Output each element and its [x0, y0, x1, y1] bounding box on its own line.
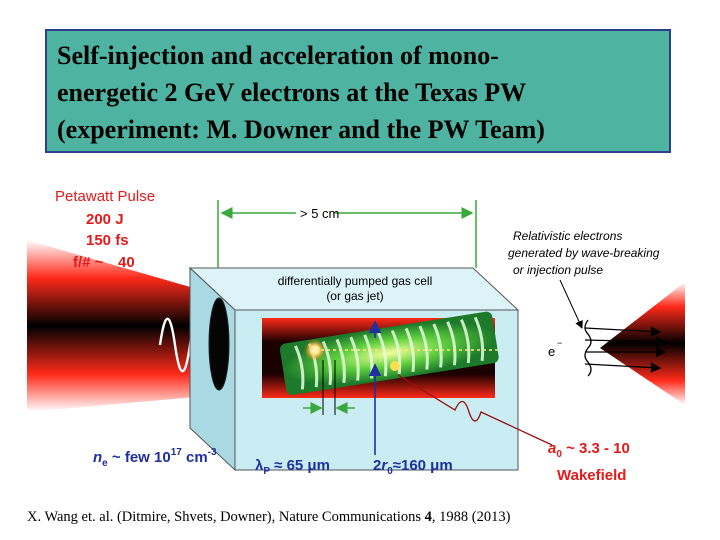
density-label: ne ~ few 1017 cm-3	[93, 447, 217, 469]
pulse-duration: 150 fs	[86, 232, 129, 249]
density-symbol: n	[93, 449, 102, 466]
radius-sub: 0	[387, 466, 393, 477]
pulse-fnum-value: 40	[118, 254, 135, 271]
citation-text-before: X. Wang et. al. (Ditmire, Shvets, Downer…	[27, 509, 425, 525]
density-unit: cm	[182, 449, 208, 466]
electrons-note-line3: or injection pulse	[513, 263, 603, 277]
pulse-energy: 200 J	[86, 211, 124, 228]
title-line-3: (experiment: M. Downer and the PW Team)	[57, 115, 545, 144]
gas-cell-label-line2: (or gas jet)	[326, 289, 383, 303]
density-unit-exp: -3	[208, 447, 217, 458]
electron-beam-arrows	[584, 319, 667, 377]
incoming-laser-beam	[27, 240, 218, 412]
wakefield-pointer	[397, 374, 553, 446]
experiment-diagram: > 5 cm differentially pumped gas cell (o…	[27, 188, 685, 484]
electron-symbol-sup: −	[557, 338, 562, 348]
radius-coef: 2	[373, 457, 381, 474]
pulse-fnum-label: f/# ~	[73, 254, 104, 271]
entrance-window	[208, 297, 230, 391]
a0-symbol: a	[548, 440, 556, 457]
title-box: Self-injection and acceleration of mono-…	[45, 29, 671, 153]
electron-bunch	[390, 361, 400, 371]
outgoing-beam	[600, 282, 685, 405]
gas-cell-label-line1: differentially pumped gas cell	[278, 274, 433, 288]
citation-text-after: , 1988 (2013)	[431, 509, 511, 525]
radius-text: ≈160 μm	[393, 457, 453, 474]
a0-text: ~ 3.3 - 10	[562, 440, 630, 457]
density-sub: e	[102, 458, 108, 469]
title-line-2: energetic 2 GeV electrons at the Texas P…	[57, 78, 527, 107]
electrons-note-line2: generated by wave-breaking	[508, 246, 660, 260]
density-exp: 17	[171, 447, 183, 458]
wavelength-sub: P	[263, 466, 270, 477]
a0-label: a0 ~ 3.3 - 10	[548, 440, 630, 460]
citation-volume: 4	[424, 509, 432, 525]
wavelength-text: ≈ 65 μm	[270, 457, 330, 474]
wavelength-symbol: λ	[255, 457, 264, 474]
electrons-note-pointer	[559, 279, 583, 329]
radius-symbol: r	[381, 457, 388, 474]
wakefield-label: Wakefield	[557, 467, 626, 484]
radius-label: 2r0≈160 μm	[373, 457, 453, 477]
electrons-note-line1: Relativistic electrons	[513, 229, 622, 243]
a0-sub: 0	[556, 449, 562, 460]
length-label: > 5 cm	[300, 206, 339, 221]
citation: X. Wang et. al. (Ditmire, Shvets, Downer…	[27, 509, 510, 526]
wavelength-label: λP ≈ 65 μm	[255, 457, 330, 477]
title-line-1: Self-injection and acceleration of mono-	[57, 41, 499, 70]
pulse-heading: Petawatt Pulse	[55, 188, 155, 205]
density-text: ~ few 10	[108, 449, 171, 466]
electron-symbol: e	[548, 344, 555, 359]
